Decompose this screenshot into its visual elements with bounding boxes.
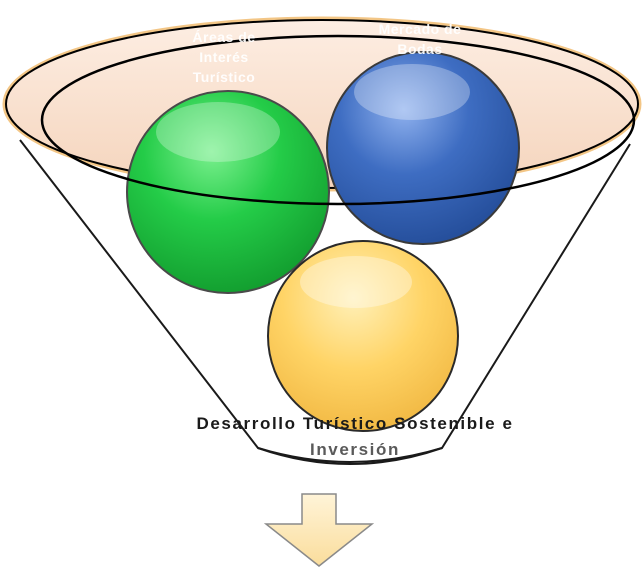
input-ball-blue <box>327 52 519 244</box>
blue-ball-label-line1: Mercado de <box>379 21 462 37</box>
input-ball-green <box>127 91 329 293</box>
funnel-output-label-line2: Inversión <box>120 438 590 462</box>
green-ball-label-line2: Interés <box>199 49 248 65</box>
green-ball-label-line3: Turístico <box>193 69 256 85</box>
green-ball-label-line1: Áreas de <box>192 29 255 45</box>
funnel-output-label-line1: Desarrollo Turístico Sostenible e <box>120 412 590 436</box>
blue-ball-label-line2: Bodas <box>397 41 442 57</box>
output-arrow <box>266 494 372 566</box>
input-ball-yellow <box>268 241 458 431</box>
